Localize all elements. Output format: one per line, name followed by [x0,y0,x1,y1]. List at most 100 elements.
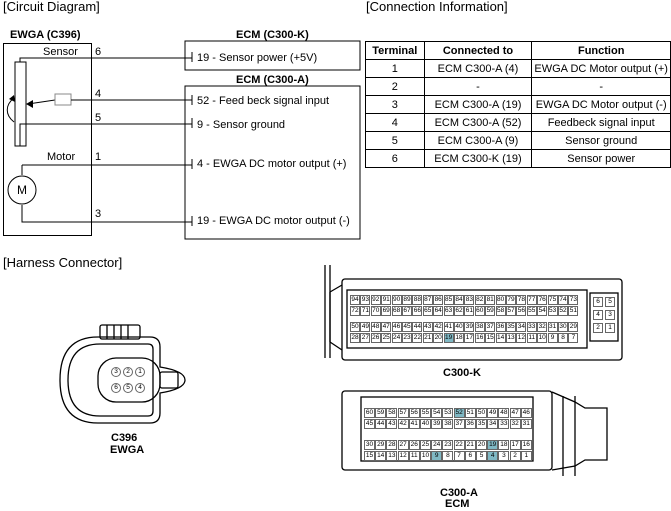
ecm-k-signal-19: 19 - Sensor power (+5V) [197,52,318,64]
c300a-pin-56: 56 [408,408,420,418]
ecm-a-signal-4: 4 - EWGA DC motor output (+) [197,158,347,170]
c300k-pin-78: 78 [516,295,527,305]
c300a-pin-38: 38 [442,419,454,429]
ewga-pin-4: 4 [95,88,102,100]
c300k-pin-33: 33 [526,322,537,332]
c300a-pin-52: 52 [453,408,465,418]
cell: Sensor power [531,149,671,168]
c300k-pin-19: 19 [443,333,454,343]
c300k-pin-50: 50 [350,322,360,332]
cell: EWGA DC Motor output (+) [531,59,671,78]
c300a-pin-24: 24 [431,440,443,450]
c300k-pin-62: 62 [454,306,464,316]
c300a-pin-15: 15 [364,451,375,461]
c300a-ecm-label: ECM [445,498,470,510]
c300a-pin-37: 37 [453,419,465,429]
c300k-pin-41: 41 [443,322,454,332]
c300a-pin-57: 57 [397,408,409,418]
c300k-pin-51: 51 [568,306,579,316]
c300k-pin-90: 90 [391,295,402,305]
c396-pin-1: 1 [135,367,145,377]
c300k-pin-21: 21 [422,333,433,343]
c300k-pin-56: 56 [516,306,527,316]
c300k-pin-72: 72 [350,306,360,316]
c300k-pin-16: 16 [474,333,485,343]
c300k-pin-64: 64 [433,306,444,316]
c300a-pin-4: 4 [487,451,499,461]
c300k-pin-65: 65 [422,306,433,316]
c300k-pin-89: 89 [402,295,412,305]
c300a-pin-3: 3 [498,451,510,461]
c300a-pin-30: 30 [364,440,375,450]
c300k-pin-9: 9 [547,333,558,343]
connection-information-title: [Connection Information] [366,0,508,14]
c300k-pin-57: 57 [506,306,516,316]
c300a-pin-13: 13 [386,451,398,461]
c300a-pin-34: 34 [487,419,499,429]
c300a-label: C300-A [440,487,478,499]
c300k-pin-8: 8 [558,333,568,343]
c300k-pin-70: 70 [370,306,381,316]
ecm-a-signal-19: 19 - EWGA DC motor output (-) [197,215,350,227]
c300a-pin-39: 39 [431,419,443,429]
c300a-pin-27: 27 [397,440,409,450]
c300k-pin-83: 83 [464,295,475,305]
ewga-box [3,43,92,236]
ecm-c300k-title: ECM (C300-K) [236,29,309,41]
ewga-pin-3: 3 [95,208,102,220]
c300a-pin-50: 50 [476,408,487,418]
c300a-pin-43: 43 [386,419,398,429]
c300k-pin-29: 29 [568,322,579,332]
c300a-pin-54: 54 [431,408,443,418]
c300k-pin-35: 35 [506,322,516,332]
c300a-pin-53: 53 [442,408,454,418]
cell: ECM C300-K (19) [423,149,533,168]
c300k-pin-23: 23 [402,333,412,343]
c300k-pin-32: 32 [537,322,548,332]
c300k-pin-69: 69 [381,306,392,316]
c300k-pin-15: 15 [485,333,496,343]
c300k-pin-45: 45 [402,322,412,332]
c300k-pin-3: 3 [605,310,615,320]
c300k-pin-93: 93 [360,295,371,305]
ecm-a-signal-9: 9 - Sensor ground [197,119,286,131]
c300k-pin-54: 54 [537,306,548,316]
c300k-pin-71: 71 [360,306,371,316]
ewga-title: EWGA (C396) [10,29,81,41]
c300k-pin-53: 53 [547,306,558,316]
c300a-pin-47: 47 [509,408,521,418]
c300a-pin-32: 32 [509,419,521,429]
c300a-pin-51: 51 [464,408,476,418]
c300a-pin-14: 14 [375,451,387,461]
c300a-pin-42: 42 [397,419,409,429]
c300k-pin-38: 38 [474,322,485,332]
c300k-pin-52: 52 [558,306,568,316]
header-connected-to: Connected to [423,41,533,60]
c300a-pin-9: 9 [431,451,443,461]
c300k-pin-5: 5 [605,297,615,307]
c300k-pin-76: 76 [537,295,548,305]
circuit-diagram-title: [Circuit Diagram] [3,0,100,14]
c300k-pin-59: 59 [485,306,496,316]
c300k-pin-4: 4 [593,310,603,320]
c300k-pin-67: 67 [402,306,412,316]
c300k-pin-37: 37 [485,322,496,332]
c300k-pin-85: 85 [443,295,454,305]
c300k-pin-84: 84 [454,295,464,305]
c300a-pin-5: 5 [476,451,487,461]
c300k-pin-73: 73 [568,295,579,305]
c300a-pin-18: 18 [498,440,510,450]
c300k-label: C300-K [443,367,481,379]
c396-pin-2: 2 [123,367,133,377]
c300k-pin-68: 68 [391,306,402,316]
ewga-motor-label: Motor [47,151,76,163]
c300k-pin-12: 12 [516,333,527,343]
c300k-pin-92: 92 [370,295,381,305]
c300k-pin-34: 34 [516,322,527,332]
c300k-pin-28: 28 [350,333,360,343]
c300k-pin-49: 49 [360,322,371,332]
